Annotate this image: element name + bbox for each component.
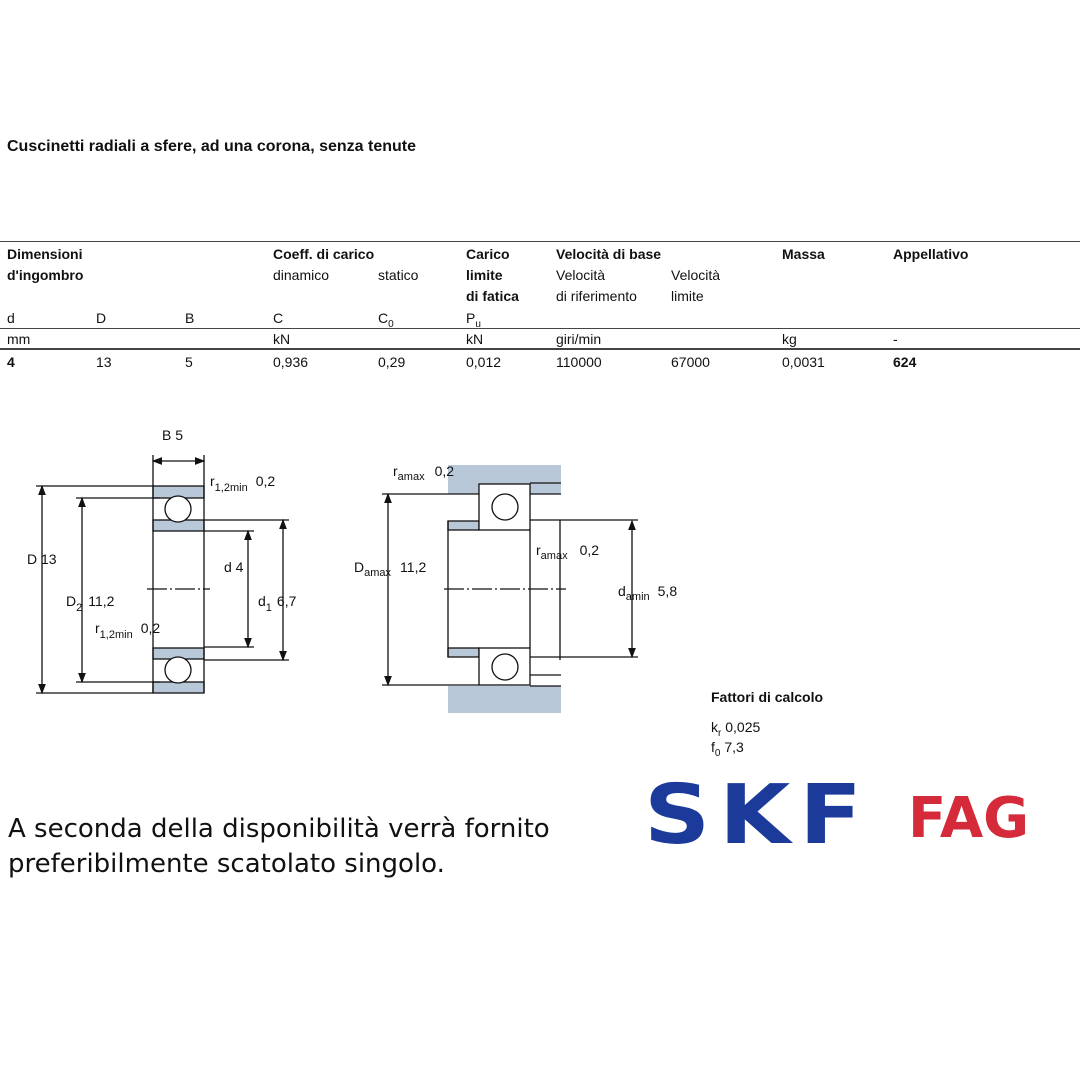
header-massa: Massa bbox=[782, 246, 825, 262]
header-dimensioni-2: d'ingombro bbox=[7, 267, 84, 283]
symbol-Pu-main: P bbox=[466, 310, 476, 326]
bearing-section-drawing bbox=[36, 455, 289, 695]
cell-vel-rif: 110000 bbox=[556, 354, 602, 370]
cell-D: 13 bbox=[96, 354, 112, 370]
cell-C0: 0,29 bbox=[378, 354, 406, 370]
unit-mm: mm bbox=[7, 331, 31, 347]
header-appellativo: Appellativo bbox=[893, 246, 969, 262]
header-vel-rif: Velocità bbox=[556, 267, 606, 283]
da-sub: amin bbox=[626, 591, 650, 603]
f0-sub: 0 bbox=[714, 747, 721, 759]
cell-C: 0,936 bbox=[273, 354, 309, 370]
header-dinamico: dinamico bbox=[273, 267, 330, 283]
symbol-d: d bbox=[7, 310, 15, 326]
symbol-C0-main: C bbox=[378, 310, 389, 326]
ra-top-sym: r bbox=[393, 463, 398, 479]
bearing-mounting-drawing bbox=[382, 465, 638, 713]
fag-logo: FAG bbox=[908, 786, 1030, 851]
f0-val: 7,3 bbox=[724, 739, 744, 755]
D2-val: 11,2 bbox=[88, 593, 114, 609]
Da-val: 11,2 bbox=[400, 559, 426, 575]
D2-sub: 2 bbox=[76, 602, 82, 614]
kr-val: 0,025 bbox=[725, 719, 761, 735]
r-top-sub: 1,2min bbox=[215, 482, 248, 494]
da-sym: d bbox=[618, 583, 626, 599]
header-vel-lim-2: limite bbox=[671, 288, 704, 304]
da-val: 5,8 bbox=[658, 583, 678, 599]
table-thick-rule bbox=[0, 348, 1080, 350]
symbol-Pu: Pu bbox=[466, 310, 481, 330]
symbol-D: D bbox=[96, 310, 107, 326]
symbol-B: B bbox=[185, 310, 195, 326]
availability-note: A seconda della disponibilità verrà forn… bbox=[8, 812, 550, 882]
ra-mid-sub: amax bbox=[541, 550, 568, 562]
header-velocita: Velocità di base bbox=[556, 246, 662, 262]
factor-f0: f0 7,3 bbox=[711, 739, 744, 759]
D2-sym: D bbox=[66, 593, 76, 609]
label-ra-top: ramax 0,2 bbox=[393, 463, 454, 483]
label-D: D 13 bbox=[27, 551, 57, 567]
r-bot-sub: 1,2min bbox=[100, 629, 133, 641]
header-carico-3: di fatica bbox=[466, 288, 519, 304]
symbol-C0: C0 bbox=[378, 310, 394, 330]
skf-logo: SKF bbox=[644, 768, 871, 863]
factors-title: Fattori di calcolo bbox=[711, 689, 824, 705]
f0-sym: f bbox=[711, 739, 715, 755]
label-d: d 4 bbox=[224, 559, 244, 575]
unit-speed: giri/min bbox=[556, 331, 602, 347]
label-Damax: Damax 11,2 bbox=[354, 559, 426, 579]
r-top-val: 0,2 bbox=[256, 473, 276, 489]
symbol-C0-sub: 0 bbox=[388, 318, 394, 330]
d1-sym: d bbox=[258, 593, 266, 609]
symbol-Pu-sub: u bbox=[475, 318, 481, 330]
header-dimensioni: Dimensioni bbox=[7, 246, 83, 262]
cell-d: 4 bbox=[7, 354, 15, 370]
cell-B: 5 bbox=[185, 354, 193, 370]
kr-sym: k bbox=[711, 719, 718, 735]
r-bot-sym: r bbox=[95, 620, 100, 636]
unit-kn: kN bbox=[273, 331, 291, 347]
label-d1: d1 6,7 bbox=[258, 593, 297, 614]
d1-val: 6,7 bbox=[277, 593, 297, 609]
label-B: B 5 bbox=[162, 427, 183, 443]
cell-vel-lim: 67000 bbox=[671, 354, 710, 370]
unit-appellativo: - bbox=[893, 331, 898, 347]
header-statico: statico bbox=[378, 267, 419, 283]
label-r-bottom: r1,2min 0,2 bbox=[95, 620, 160, 641]
cell-massa: 0,0031 bbox=[782, 354, 825, 370]
header-vel-lim: Velocità bbox=[671, 267, 721, 283]
unit-kg: kg bbox=[782, 331, 797, 347]
r-bot-val: 0,2 bbox=[141, 620, 161, 636]
ra-mid-val: 0,2 bbox=[580, 542, 600, 558]
ra-mid-sym: r bbox=[536, 542, 541, 558]
note-line-1: A seconda della disponibilità verrà forn… bbox=[8, 814, 550, 844]
Da-sub: amax bbox=[364, 567, 391, 579]
header-vel-rif-2: di riferimento bbox=[556, 288, 637, 304]
header-carico-2: limite bbox=[466, 267, 503, 283]
ra-top-val: 0,2 bbox=[435, 463, 455, 479]
header-coeff: Coeff. di carico bbox=[273, 246, 375, 262]
cell-appellativo: 624 bbox=[893, 354, 917, 370]
note-line-2: preferibilmente scatolato singolo. bbox=[8, 849, 445, 879]
unit-kn-2: kN bbox=[466, 331, 484, 347]
table-rule bbox=[0, 328, 1080, 329]
table-top-rule bbox=[0, 241, 1080, 242]
symbol-C: C bbox=[273, 310, 284, 326]
cell-Pu: 0,012 bbox=[466, 354, 502, 370]
ra-top-sub: amax bbox=[398, 471, 425, 483]
label-r-top: r1,2min 0,2 bbox=[210, 473, 275, 494]
d1-sub: 1 bbox=[266, 602, 272, 614]
header-carico: Carico bbox=[466, 246, 510, 262]
r-top-sym: r bbox=[210, 473, 215, 489]
factor-kr: kr 0,025 bbox=[711, 719, 760, 739]
page-title: Cuscinetti radiali a sfere, ad una coron… bbox=[7, 138, 417, 155]
label-ra-mid: ramax 0,2 bbox=[536, 542, 599, 562]
label-damin: damin 5,8 bbox=[618, 583, 677, 603]
Da-sym: D bbox=[354, 559, 364, 575]
label-D2: D2 11,2 bbox=[66, 593, 115, 614]
kr-sub: r bbox=[718, 727, 722, 739]
